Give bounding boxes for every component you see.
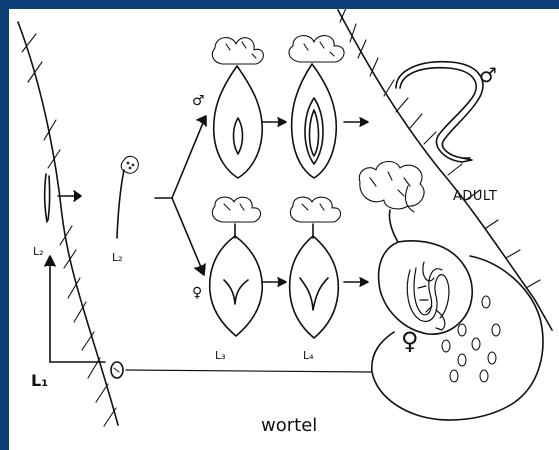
root-wall-left (18, 22, 118, 425)
male-symbol-adult: ♂ (479, 63, 497, 87)
branch-down (172, 198, 203, 272)
life-cycle-diagram (9, 9, 559, 450)
female-l3-body (210, 236, 263, 336)
egg-mass-eggs (442, 296, 500, 382)
female-symbol-adult: ♀ (401, 327, 419, 355)
l2-head-cells (121, 156, 138, 173)
adult-male-worm (396, 62, 483, 162)
female-l3-inner (224, 280, 248, 304)
male-l4-inner (305, 98, 323, 164)
line-egg-to-female (126, 370, 372, 372)
label-l3: L₃ (215, 349, 226, 362)
diagram-frame: L₂ L₂ L₁ L₃ L₄ ADULT ♂ ♀ ♂ ♀ wortel (9, 9, 559, 450)
label-l2-mid: L₂ (112, 251, 123, 264)
male-symbol-branch: ♂ (192, 93, 205, 109)
female-l4-feeding-cells (290, 197, 340, 222)
caption-wortel: wortel (261, 415, 317, 436)
male-l3-inner (234, 118, 243, 154)
male-l4-feeding-cells (289, 36, 344, 62)
label-adult: ADULT (453, 189, 497, 204)
l2-larva-mid (117, 170, 124, 238)
l2-larva-left (45, 174, 50, 222)
female-adult-coiled-gonad (407, 262, 449, 330)
female-adult-feeding-cells (359, 161, 424, 212)
female-l4-inner (300, 278, 328, 310)
female-symbol-branch: ♀ (192, 285, 202, 301)
female-adult-neck (389, 210, 398, 242)
male-l3-body (214, 66, 263, 178)
root-wall-right (338, 10, 552, 330)
male-l3-feeding-cells (212, 38, 263, 64)
l2-head-dots (127, 162, 134, 169)
female-l3-feeding-cells (212, 197, 260, 222)
label-l4: L₄ (303, 349, 314, 362)
label-l1: L₁ (31, 371, 48, 390)
female-l4-body (290, 236, 339, 338)
egg-mass-outline (372, 256, 543, 420)
female-adult-body (379, 241, 473, 334)
male-l4-body (292, 64, 337, 178)
label-l2-left: L₂ (33, 245, 44, 258)
branch-up (172, 118, 205, 198)
